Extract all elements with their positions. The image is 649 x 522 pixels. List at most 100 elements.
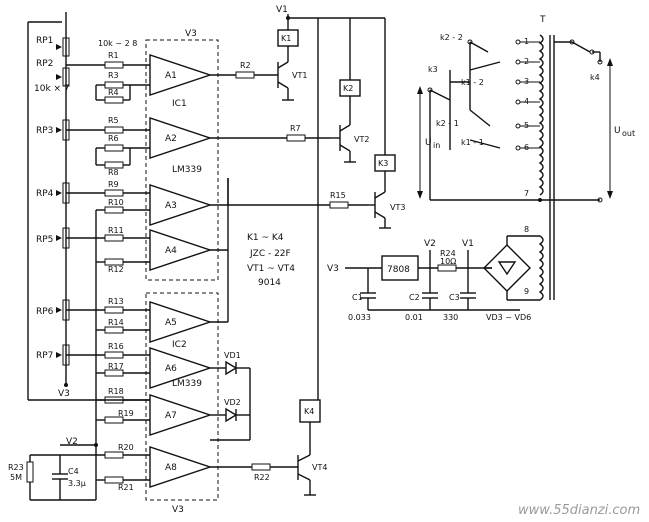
r2-label: R2: [240, 61, 251, 70]
r24-value: 10Ω: [440, 257, 456, 266]
k2-1-label: k2 - 1: [436, 119, 459, 128]
a7-label: A7: [165, 411, 177, 421]
r16-label: R16: [108, 342, 124, 351]
vt4-label: VT4: [312, 463, 327, 472]
r23-value: 5M: [10, 473, 22, 482]
transformer: T 1 2 3 4 5 6 7 8 9: [417, 15, 635, 301]
rp-series-label: 10k × 7: [34, 84, 70, 94]
r3-label: R3: [108, 71, 119, 80]
output-wiring: R2 R7 R15 VD1 VD2 R22: [210, 61, 368, 482]
v1-label: V1: [276, 5, 288, 15]
r20-label: R20: [118, 443, 134, 452]
r22-label: R22: [254, 473, 270, 482]
c4-label: C4: [68, 467, 79, 476]
k1-label: K1: [281, 34, 291, 43]
r11-label: R11: [108, 226, 124, 235]
vt3-label: VT3: [390, 203, 405, 212]
u-out-sub: out: [622, 129, 635, 138]
ic2-outline: [145, 292, 219, 501]
u-in-sub: in: [433, 141, 440, 150]
r1-label: R1: [108, 51, 119, 60]
r8-label: R8: [108, 168, 119, 177]
r24-label: R24: [440, 249, 456, 258]
k2-2-label: k2 - 2: [440, 33, 463, 42]
a4-label: A4: [165, 246, 177, 256]
r9-label: R9: [108, 180, 119, 189]
rp1-label: RP1: [36, 36, 53, 46]
v3-ic2-label: V3: [172, 505, 184, 515]
r17-label: R17: [108, 362, 124, 371]
a2-label: A2: [165, 134, 177, 144]
rp3-label: RP3: [36, 126, 53, 136]
v2-left-label: V2: [66, 437, 78, 447]
rp7-label: RP7: [36, 351, 53, 361]
v3-reg-label: V3: [327, 264, 339, 274]
v3-ic1-label: V3: [185, 29, 197, 39]
ic1-label: IC1: [172, 99, 187, 109]
lm339-1-label: LM339: [172, 165, 202, 175]
v3-left-label: V3: [58, 389, 70, 399]
k3-label: K3: [378, 159, 388, 168]
vt2-label: VT2: [354, 135, 369, 144]
c2-label: C2: [409, 293, 420, 302]
vd1-label: VD1: [224, 351, 241, 360]
r10-label: R10: [108, 198, 124, 207]
bridge-label: VD3 ~ VD6: [486, 313, 531, 322]
k3-label-contact: k3: [428, 65, 438, 74]
lm339-2-label: LM339: [172, 379, 202, 389]
r12-label: R12: [108, 265, 124, 274]
opamps: A1 A2 A3 A4 A5 A6 A7 A8: [149, 54, 213, 488]
r7-label: R7: [290, 124, 301, 133]
vd2-label: VD2: [224, 398, 241, 407]
relay-range-label: K1 ~ K4: [247, 233, 284, 243]
tap-9: 9: [524, 287, 529, 296]
c3-value: 330: [443, 313, 458, 322]
tap-7: 7: [524, 189, 529, 198]
r15-label: R15: [330, 191, 346, 200]
a5-label: A5: [165, 318, 177, 328]
a6-label: A6: [165, 364, 177, 374]
k4-contact-label: k4: [590, 73, 600, 82]
trans-range-label: VT1 ~ VT4: [247, 264, 295, 274]
transformer-label: T: [539, 15, 546, 25]
ic2-label: IC2: [172, 340, 187, 350]
rp6-label: RP6: [36, 307, 54, 317]
v2-reg-label: V2: [424, 239, 436, 249]
a1-label: A1: [165, 71, 177, 81]
v1-reg-label: V1: [462, 239, 474, 249]
a8-label: A8: [165, 463, 177, 473]
rp4-label: RP4: [36, 189, 54, 199]
k4-label: K4: [304, 407, 314, 416]
relay-type-label: JZC - 22F: [249, 249, 291, 259]
watermark: www.55dianzi.com: [518, 503, 640, 518]
tap-8: 8: [524, 225, 529, 234]
r19-label: R19: [118, 409, 134, 418]
r23-c4: R23 5M C4 3.3μ: [8, 454, 97, 501]
r18-label: R18: [108, 387, 124, 396]
k1-2-label: k1 - 2: [461, 78, 484, 87]
c4-value: 3.3μ: [68, 479, 86, 488]
k2-label: K2: [343, 84, 353, 93]
transistors-relays: V1 K1 VT1 K2 VT2 K3 VT3: [247, 5, 405, 496]
vt1-label: VT1: [292, 71, 307, 80]
c1-label: C1: [352, 293, 363, 302]
c2-value: 0.01: [405, 313, 423, 322]
trans-type-label: 9014: [258, 278, 281, 288]
r4-label: R4: [108, 88, 119, 97]
u-out-label: U: [614, 126, 621, 136]
pot-ladder: RP1 RP2 RP3 RP4 RP5 RP6 RP7 10k × 7 V3: [27, 12, 150, 401]
rp5-label: RP5: [36, 235, 53, 245]
r14-label: R14: [108, 318, 124, 327]
c1-value: 0.033: [348, 313, 371, 322]
rp2-label: RP2: [36, 59, 53, 69]
k1-1-label: k1 - 1: [461, 138, 484, 147]
u-in-label: U: [425, 138, 432, 148]
c3-label: C3: [449, 293, 460, 302]
power-supply: V3 7808 R24 10Ω V2 V1 C1 0.033 C2 0.01 C…: [327, 235, 540, 322]
r13-label: R13: [108, 297, 124, 306]
r-series-label: 10k ~ 2 8: [98, 39, 137, 48]
r5-label: R5: [108, 116, 119, 125]
ic1-outline: [145, 39, 219, 281]
